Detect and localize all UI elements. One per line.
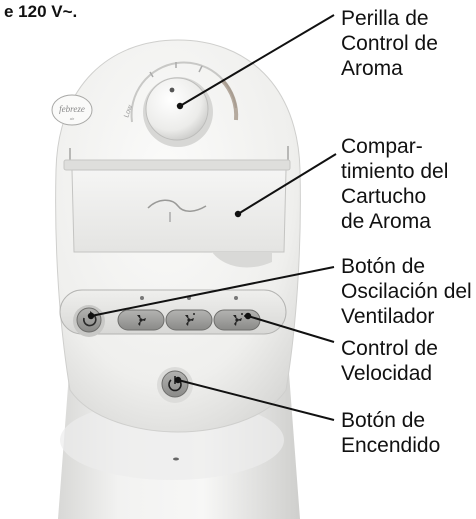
base-indicator bbox=[173, 457, 179, 461]
leader-dot-cartridge bbox=[234, 210, 242, 218]
callout-line: Encendido bbox=[341, 434, 441, 457]
speed-button-low[interactable] bbox=[117, 309, 165, 331]
febreze-logo-text: febreze bbox=[59, 104, 85, 114]
leader-cartridge bbox=[237, 153, 337, 215]
callout-line: Oscilación del bbox=[341, 280, 472, 303]
knob-scale: Low bbox=[123, 61, 239, 123]
leader-dot-aroma bbox=[176, 102, 184, 110]
callout-line: Aroma bbox=[341, 57, 403, 80]
callout-line: Control de bbox=[341, 32, 438, 55]
leader-aroma-knob bbox=[179, 14, 335, 107]
svg-text:air: air bbox=[70, 116, 75, 121]
speed-button-medium[interactable] bbox=[165, 309, 213, 331]
callout-line: Control de bbox=[341, 337, 438, 360]
callout-line: de Aroma bbox=[341, 210, 431, 233]
callout-cartridge: Compar- timiento del Cartucho de Aroma bbox=[341, 134, 448, 234]
callout-speed: Control de Velocidad bbox=[341, 336, 438, 386]
leader-power bbox=[177, 379, 335, 421]
febreze-logo: febreze air bbox=[51, 94, 93, 126]
callout-line: Perilla de bbox=[341, 7, 429, 30]
header-text: e 120 V~. bbox=[4, 2, 78, 21]
callout-line: timiento del bbox=[341, 160, 449, 183]
leader-dot-speed bbox=[244, 312, 252, 320]
leader-dot-oscillation bbox=[87, 312, 95, 320]
knob-low-label: Low bbox=[123, 103, 134, 118]
oscillation-button[interactable] bbox=[73, 305, 105, 337]
callout-line: Velocidad bbox=[341, 362, 433, 385]
leader-lines bbox=[90, 14, 337, 421]
cartridge-compartment[interactable] bbox=[63, 146, 291, 268]
leader-oscillation bbox=[90, 266, 335, 317]
callout-aroma-knob: Perilla de Control de Aroma bbox=[341, 6, 438, 81]
callout-line: Botón de bbox=[341, 255, 426, 278]
callout-line: Compar- bbox=[341, 135, 423, 158]
power-button[interactable] bbox=[157, 367, 193, 403]
callout-line: Botón de bbox=[341, 409, 426, 432]
callout-line: Ventilador bbox=[341, 305, 435, 328]
fan-speed-low-icon bbox=[137, 315, 146, 326]
aroma-knob[interactable] bbox=[143, 77, 213, 147]
fan-speed-medium-icon bbox=[185, 313, 195, 326]
speed-button-high[interactable] bbox=[213, 309, 261, 331]
callout-oscillation: Botón de Oscilación del Ventilador bbox=[341, 254, 472, 329]
leader-speed bbox=[247, 315, 335, 343]
callout-power: Botón de Encendido bbox=[341, 408, 440, 458]
leader-dot-power bbox=[174, 376, 182, 384]
callout-line: Cartucho bbox=[341, 185, 427, 208]
